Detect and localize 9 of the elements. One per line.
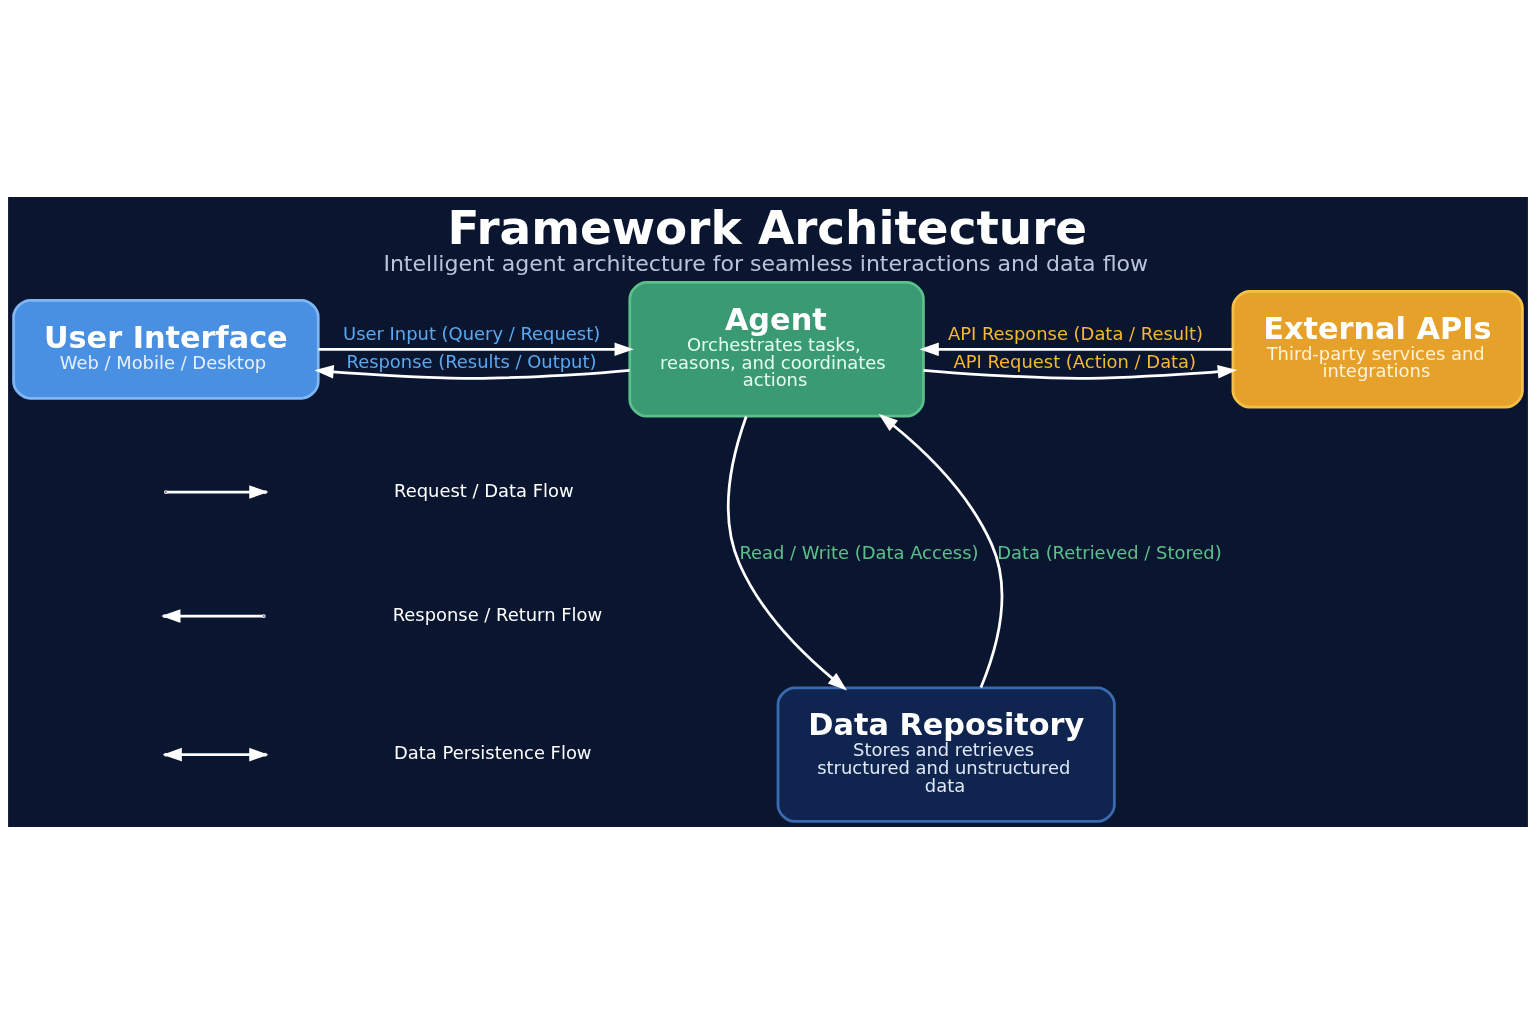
legend-label: Response / Return Flow bbox=[392, 603, 603, 625]
legend-label: Data Persistence Flow bbox=[394, 742, 592, 764]
edge-label: Response (Results / Output) bbox=[346, 350, 597, 372]
legend-label: Request / Data Flow bbox=[394, 479, 574, 501]
edge-label: User Input (Query / Request) bbox=[343, 323, 601, 345]
edge-label: Read / Write (Data Access) bbox=[739, 541, 979, 563]
edge-label: API Request (Action / Data) bbox=[953, 350, 1197, 372]
edge-label: Data (Retrieved / Stored) bbox=[997, 541, 1222, 563]
edge-label: API Response (Data / Result) bbox=[947, 323, 1204, 345]
